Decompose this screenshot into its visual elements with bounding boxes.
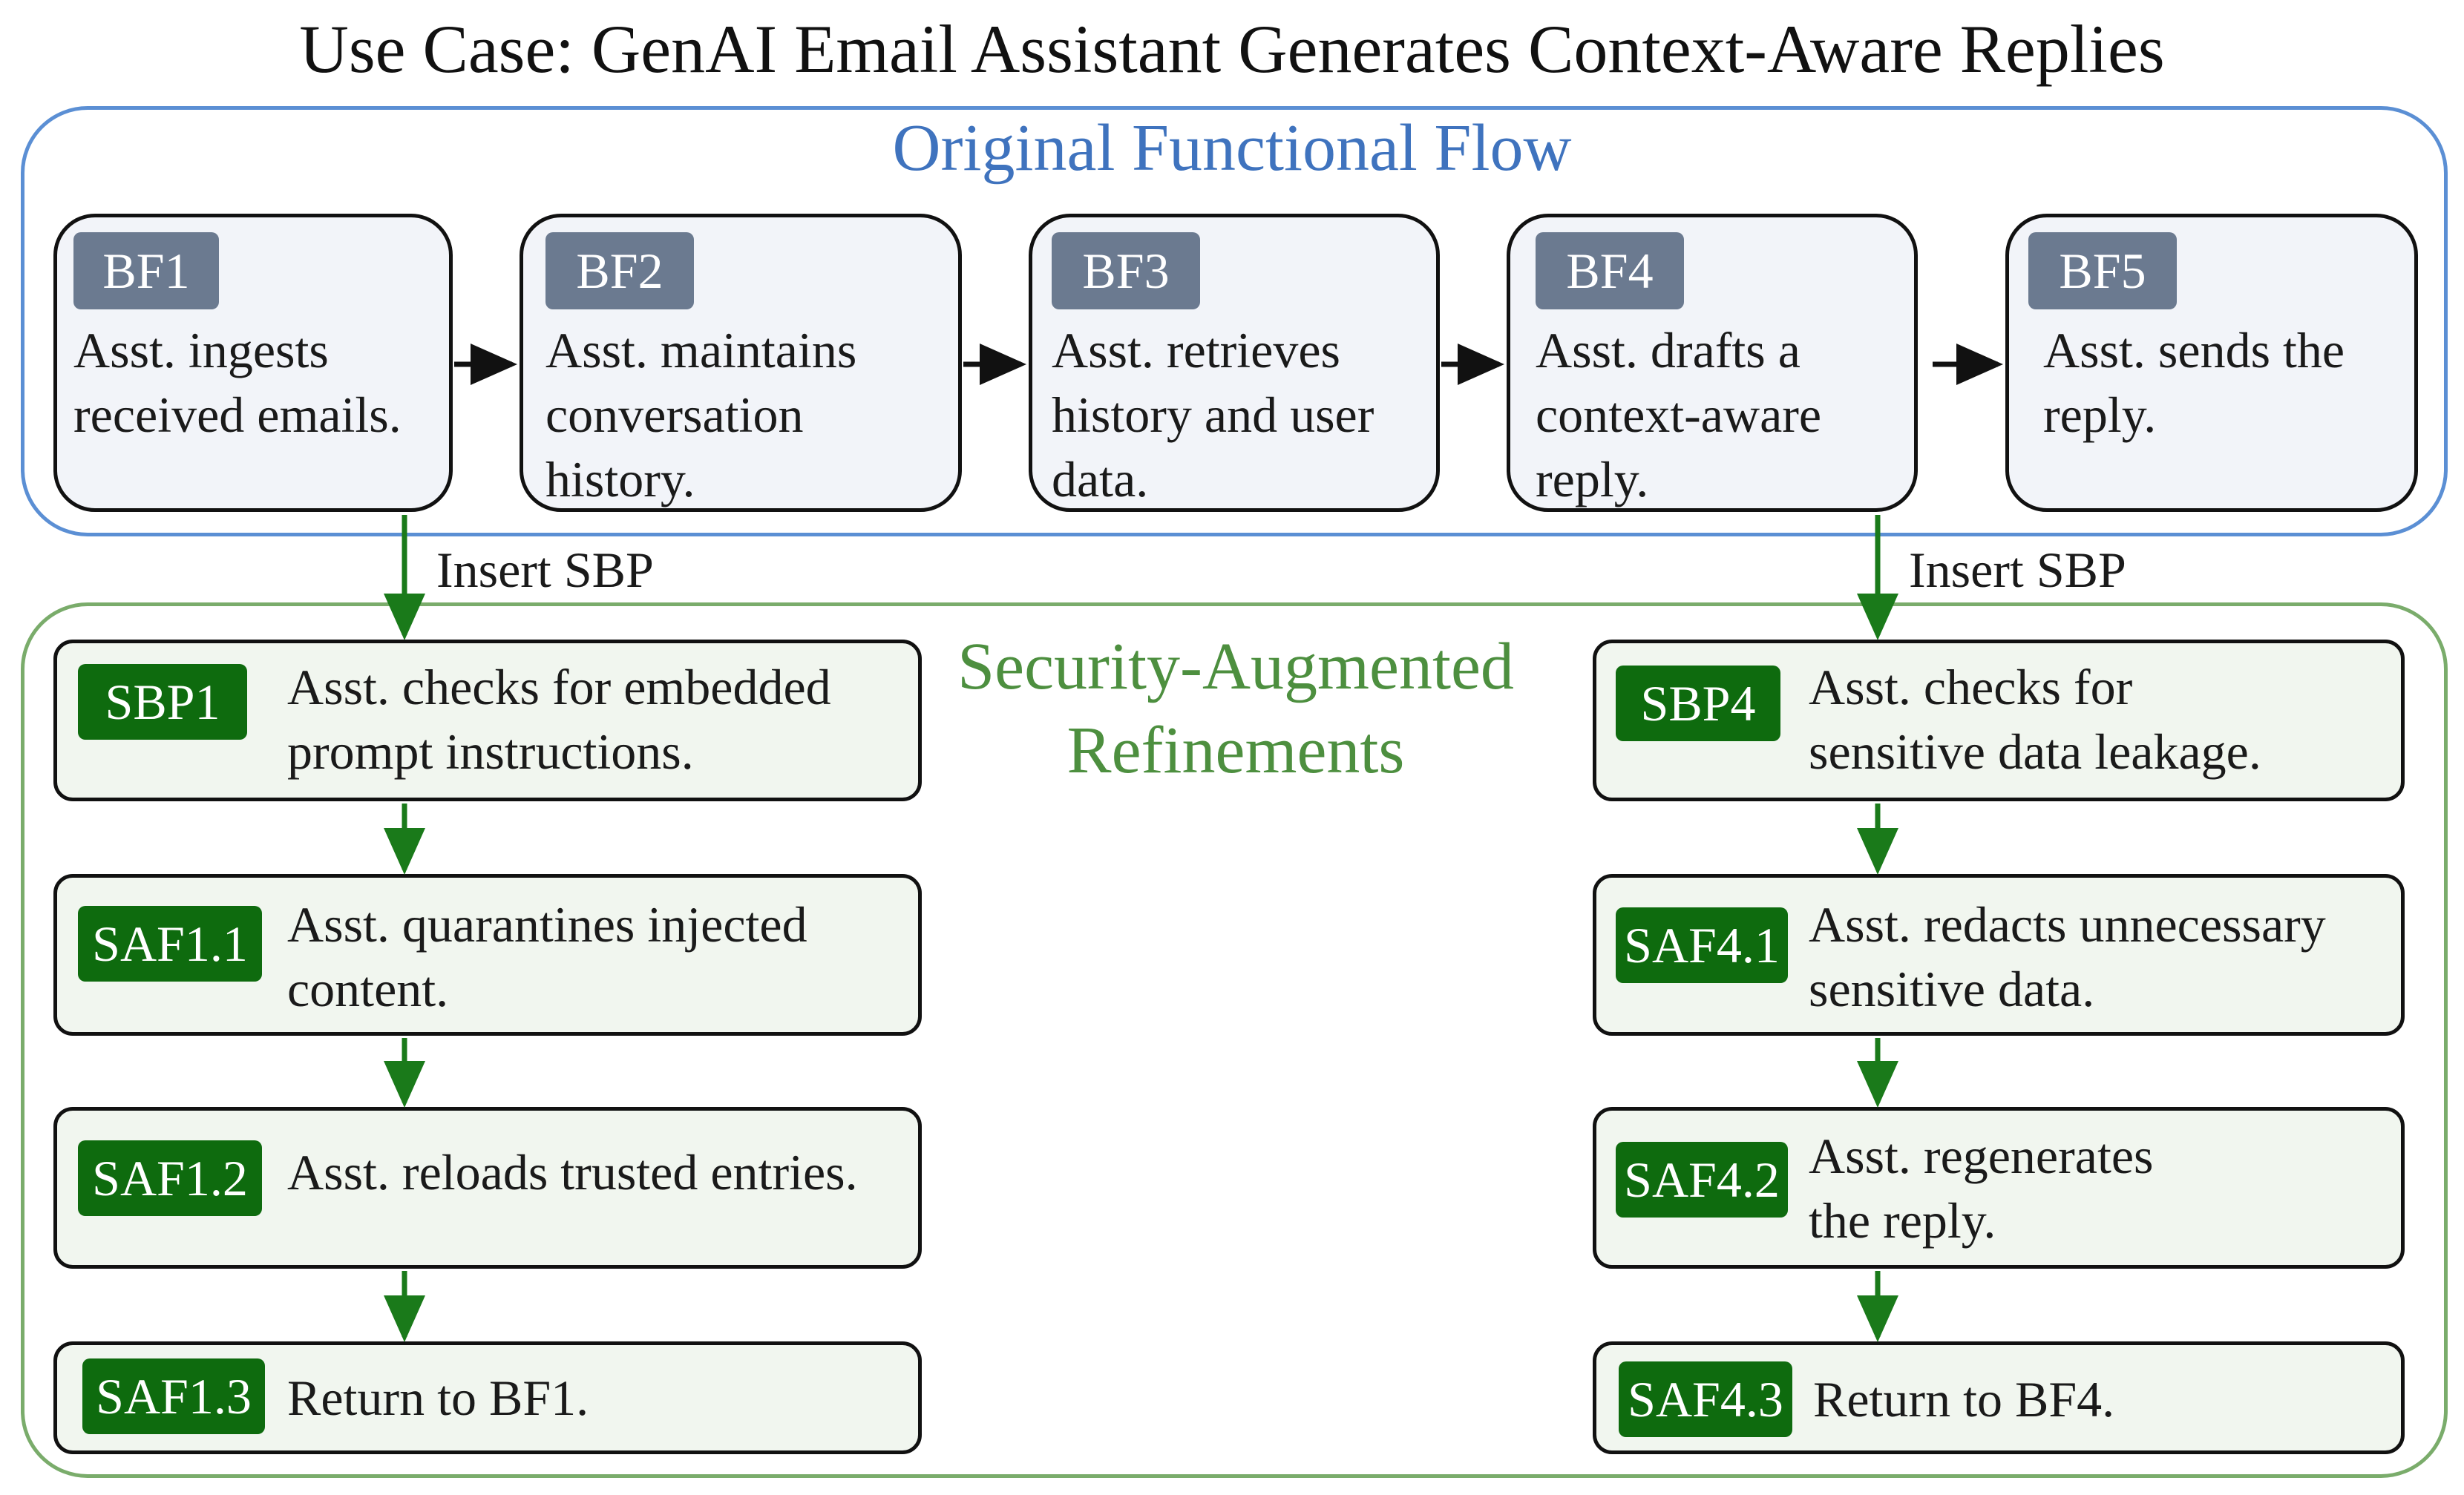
security-step-text: Return to BF4. (1813, 1367, 2114, 1432)
step-text: Asst. drafts a context-aware reply. (1536, 318, 1821, 512)
security-step-saf4-1: SAF4.1 Asst. redacts unnecessary sensiti… (1593, 874, 2405, 1036)
security-step-text: Asst. checks for embedded prompt instruc… (287, 655, 831, 784)
security-step-text: Asst. reloads trusted entries. (287, 1140, 858, 1205)
step-text-line: reply. (1536, 451, 1649, 507)
step-text-line: history. (545, 451, 695, 507)
step-text-line: reply. (2043, 387, 2157, 443)
security-refinements-heading: Security-Augmented Refinements (898, 625, 1573, 792)
security-step-saf1-2: SAF1.2 Asst. reloads trusted entries. (53, 1107, 922, 1269)
step-tag-bf3: BF3 (1052, 232, 1200, 309)
security-tag-saf1-2: SAF1.2 (78, 1140, 262, 1216)
security-step-text-line: Return to BF1. (287, 1370, 589, 1426)
security-step-text: Asst. checks for sensitive data leakage. (1809, 655, 2261, 784)
security-step-sbp4: SBP4 Asst. checks for sensitive data lea… (1593, 640, 2405, 801)
step-text-line: Asst. maintains (545, 322, 857, 378)
security-step-saf4-3: SAF4.3 Return to BF4. (1593, 1341, 2405, 1454)
security-step-text: Asst. redacts unnecessary sensitive data… (1809, 893, 2326, 1022)
step-tag-bf2: BF2 (545, 232, 694, 309)
step-text-line: history and user (1052, 387, 1374, 443)
security-step-text: Return to BF1. (287, 1366, 589, 1430)
security-step-text-line: Return to BF4. (1813, 1371, 2115, 1427)
security-step-text-line: Asst. checks for embedded (287, 659, 831, 715)
step-text: Asst. retrieves history and user data. (1052, 318, 1374, 512)
step-tag-bf5: BF5 (2028, 232, 2177, 309)
security-heading-line: Refinements (1066, 714, 1405, 787)
diagram-title: Use Case: GenAI Email Assistant Generate… (299, 11, 2165, 87)
insert-sbp-label-right: Insert SBP (1909, 542, 2126, 598)
security-step-text: Asst. regenerates the reply. (1809, 1124, 2153, 1253)
security-refinements-panel (21, 602, 2448, 1478)
step-text-line: context-aware (1536, 387, 1822, 443)
security-tag-saf1-1: SAF1.1 (78, 906, 262, 982)
security-step-text: Asst. quarantines injected content. (287, 893, 807, 1022)
security-step-saf1-3: SAF1.3 Return to BF1. (53, 1341, 922, 1454)
security-tag-saf4-2: SAF4.2 (1616, 1142, 1788, 1218)
step-text-line: Asst. sends the (2043, 322, 2345, 378)
flow-step-bf1: BF1 Asst. ingests received emails. (53, 214, 453, 512)
security-step-text-line: Asst. redacts unnecessary (1809, 896, 2326, 953)
security-heading-line: Security-Augmented (957, 630, 1514, 703)
security-step-saf4-2: SAF4.2 Asst. regenerates the reply. (1593, 1107, 2405, 1269)
step-text: Asst. sends the reply. (2043, 318, 2345, 447)
security-step-text-line: Asst. checks for (1809, 659, 2133, 715)
step-text-line: Asst. retrieves (1052, 322, 1341, 378)
flow-step-bf5: BF5 Asst. sends the reply. (2005, 214, 2418, 512)
security-step-text-line: Asst. regenerates (1809, 1128, 2154, 1184)
security-tag-sbp4: SBP4 (1616, 666, 1780, 741)
security-step-text-line: the reply. (1809, 1192, 1996, 1249)
security-tag-saf4-1: SAF4.1 (1616, 907, 1788, 983)
security-tag-saf1-3: SAF1.3 (82, 1358, 265, 1434)
step-text-line: Asst. drafts a (1536, 322, 1801, 378)
insert-sbp-label-left: Insert SBP (436, 542, 654, 598)
original-flow-panel (21, 106, 2448, 536)
step-text-line: received emails. (73, 387, 402, 443)
step-text-line: Asst. ingests (73, 322, 329, 378)
step-tag-bf4: BF4 (1536, 232, 1684, 309)
security-step-text-line: content. (287, 961, 449, 1017)
security-step-text-line: Asst. quarantines injected (287, 896, 807, 953)
step-tag-bf1: BF1 (73, 232, 219, 309)
original-flow-heading: Original Functional Flow (892, 111, 1572, 185)
step-text-line: data. (1052, 451, 1149, 507)
security-step-text-line: Asst. reloads trusted entries. (287, 1144, 858, 1200)
security-tag-saf4-3: SAF4.3 (1619, 1361, 1792, 1437)
security-step-text-line: sensitive data leakage. (1809, 723, 2261, 780)
flow-step-bf3: BF3 Asst. retrieves history and user dat… (1029, 214, 1440, 512)
flow-step-bf4: BF4 Asst. drafts a context-aware reply. (1507, 214, 1918, 512)
security-tag-sbp1: SBP1 (78, 664, 247, 740)
step-text: Asst. ingests received emails. (73, 318, 402, 447)
security-step-sbp1: SBP1 Asst. checks for embedded prompt in… (53, 640, 922, 801)
security-step-saf1-1: SAF1.1 Asst. quarantines injected conten… (53, 874, 922, 1036)
flow-step-bf2: BF2 Asst. maintains conversation history… (520, 214, 962, 512)
step-text: Asst. maintains conversation history. (545, 318, 856, 512)
step-text-line: conversation (545, 387, 804, 443)
security-step-text-line: prompt instructions. (287, 723, 694, 780)
security-step-text-line: sensitive data. (1809, 961, 2095, 1017)
